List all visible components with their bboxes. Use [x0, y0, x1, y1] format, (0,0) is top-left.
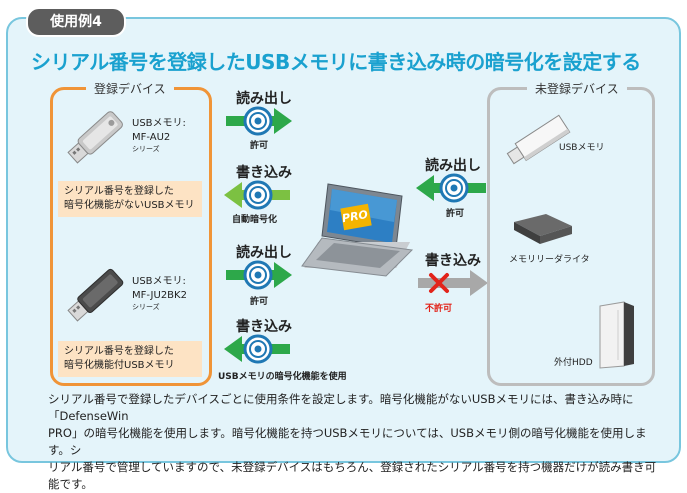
unreg-usb-label: USBメモリ [559, 143, 605, 153]
footer-line3: リアル番号で管理していますので、未登録デバイスはもちろん、登録されたシリアル番号… [48, 460, 657, 491]
write3-arrow-icon [418, 270, 488, 296]
read1-label: 読み出し [236, 91, 292, 107]
laptop-icon [301, 183, 414, 277]
usb1-model: MF-AU2 [132, 132, 171, 143]
usb-dark-icon [67, 268, 124, 322]
diagram-title: シリアル番号を登録したUSBメモリに書き込み時の暗号化を設定する [31, 50, 641, 74]
external-hdd-icon [599, 301, 634, 369]
usb-white-icon [506, 114, 571, 165]
usb-silver-icon [67, 111, 123, 164]
usb1-note: シリアル番号を登録した 暗号化機能がないUSBメモリ [58, 181, 202, 217]
usb2-label: USBメモリ: MF-JU2BK2 シリーズ [132, 275, 187, 312]
usb2-type: USBメモリ: [132, 276, 186, 287]
write3-label: 書き込み [425, 253, 481, 269]
footer-text: シリアル番号で登録したデバイスごとに使用条件を設定します。暗号化機能がないUSB… [48, 391, 658, 493]
hdd-label: 外付HDD [554, 358, 593, 368]
read3-label: 読み出し [425, 158, 481, 174]
read2-status: 許可 [250, 297, 269, 307]
read2-arrow-icon [226, 260, 292, 290]
usb2-series: シリーズ [132, 303, 160, 311]
usb1-note-line1: シリアル番号を登録した [64, 186, 174, 197]
write1-status: 自動暗号化 [232, 215, 278, 225]
write2-status: USBメモリの暗号化機能を使用 [218, 372, 347, 382]
read2-label: 読み出し [236, 245, 292, 261]
usb2-note-line1: シリアル番号を登録した [64, 346, 174, 357]
usb1-label: USBメモリ: MF-AU2 シリーズ [132, 117, 186, 154]
read3-status: 許可 [446, 209, 465, 219]
card-reader-label: メモリリーダライタ [509, 255, 590, 265]
usb2-note: シリアル番号を登録した 暗号化機能付USBメモリ [58, 341, 202, 377]
read1-arrow-icon [226, 106, 292, 136]
read3-arrow-icon [416, 173, 486, 203]
write3-status: 不許可 [425, 304, 453, 314]
write2-arrow-icon [224, 334, 290, 364]
registered-devices-title: 登録デバイス [86, 80, 174, 97]
read1-status: 許可 [250, 141, 269, 151]
usb1-type: USBメモリ: [132, 118, 186, 129]
deny-cross-icon [429, 273, 449, 293]
example-badge: 使用例4 [26, 7, 126, 37]
usb2-note-line2: 暗号化機能付USBメモリ [64, 360, 175, 371]
footer-line2: PRO」の暗号化機能を使用します。暗号化機能を持つUSBメモリについては、USB… [48, 426, 647, 457]
unregistered-devices-title: 未登録デバイス [527, 80, 627, 97]
usb1-series: シリーズ [132, 145, 160, 153]
footer-line1: シリアル番号で登録したデバイスごとに使用条件を設定します。暗号化機能がないUSB… [48, 392, 634, 423]
write1-label: 書き込み [236, 165, 292, 181]
card-reader-icon [514, 214, 572, 244]
write1-arrow-icon [224, 180, 290, 210]
usb1-note-line2: 暗号化機能がないUSBメモリ [64, 200, 195, 211]
usb2-model: MF-JU2BK2 [132, 290, 187, 301]
write2-label: 書き込み [236, 319, 292, 335]
